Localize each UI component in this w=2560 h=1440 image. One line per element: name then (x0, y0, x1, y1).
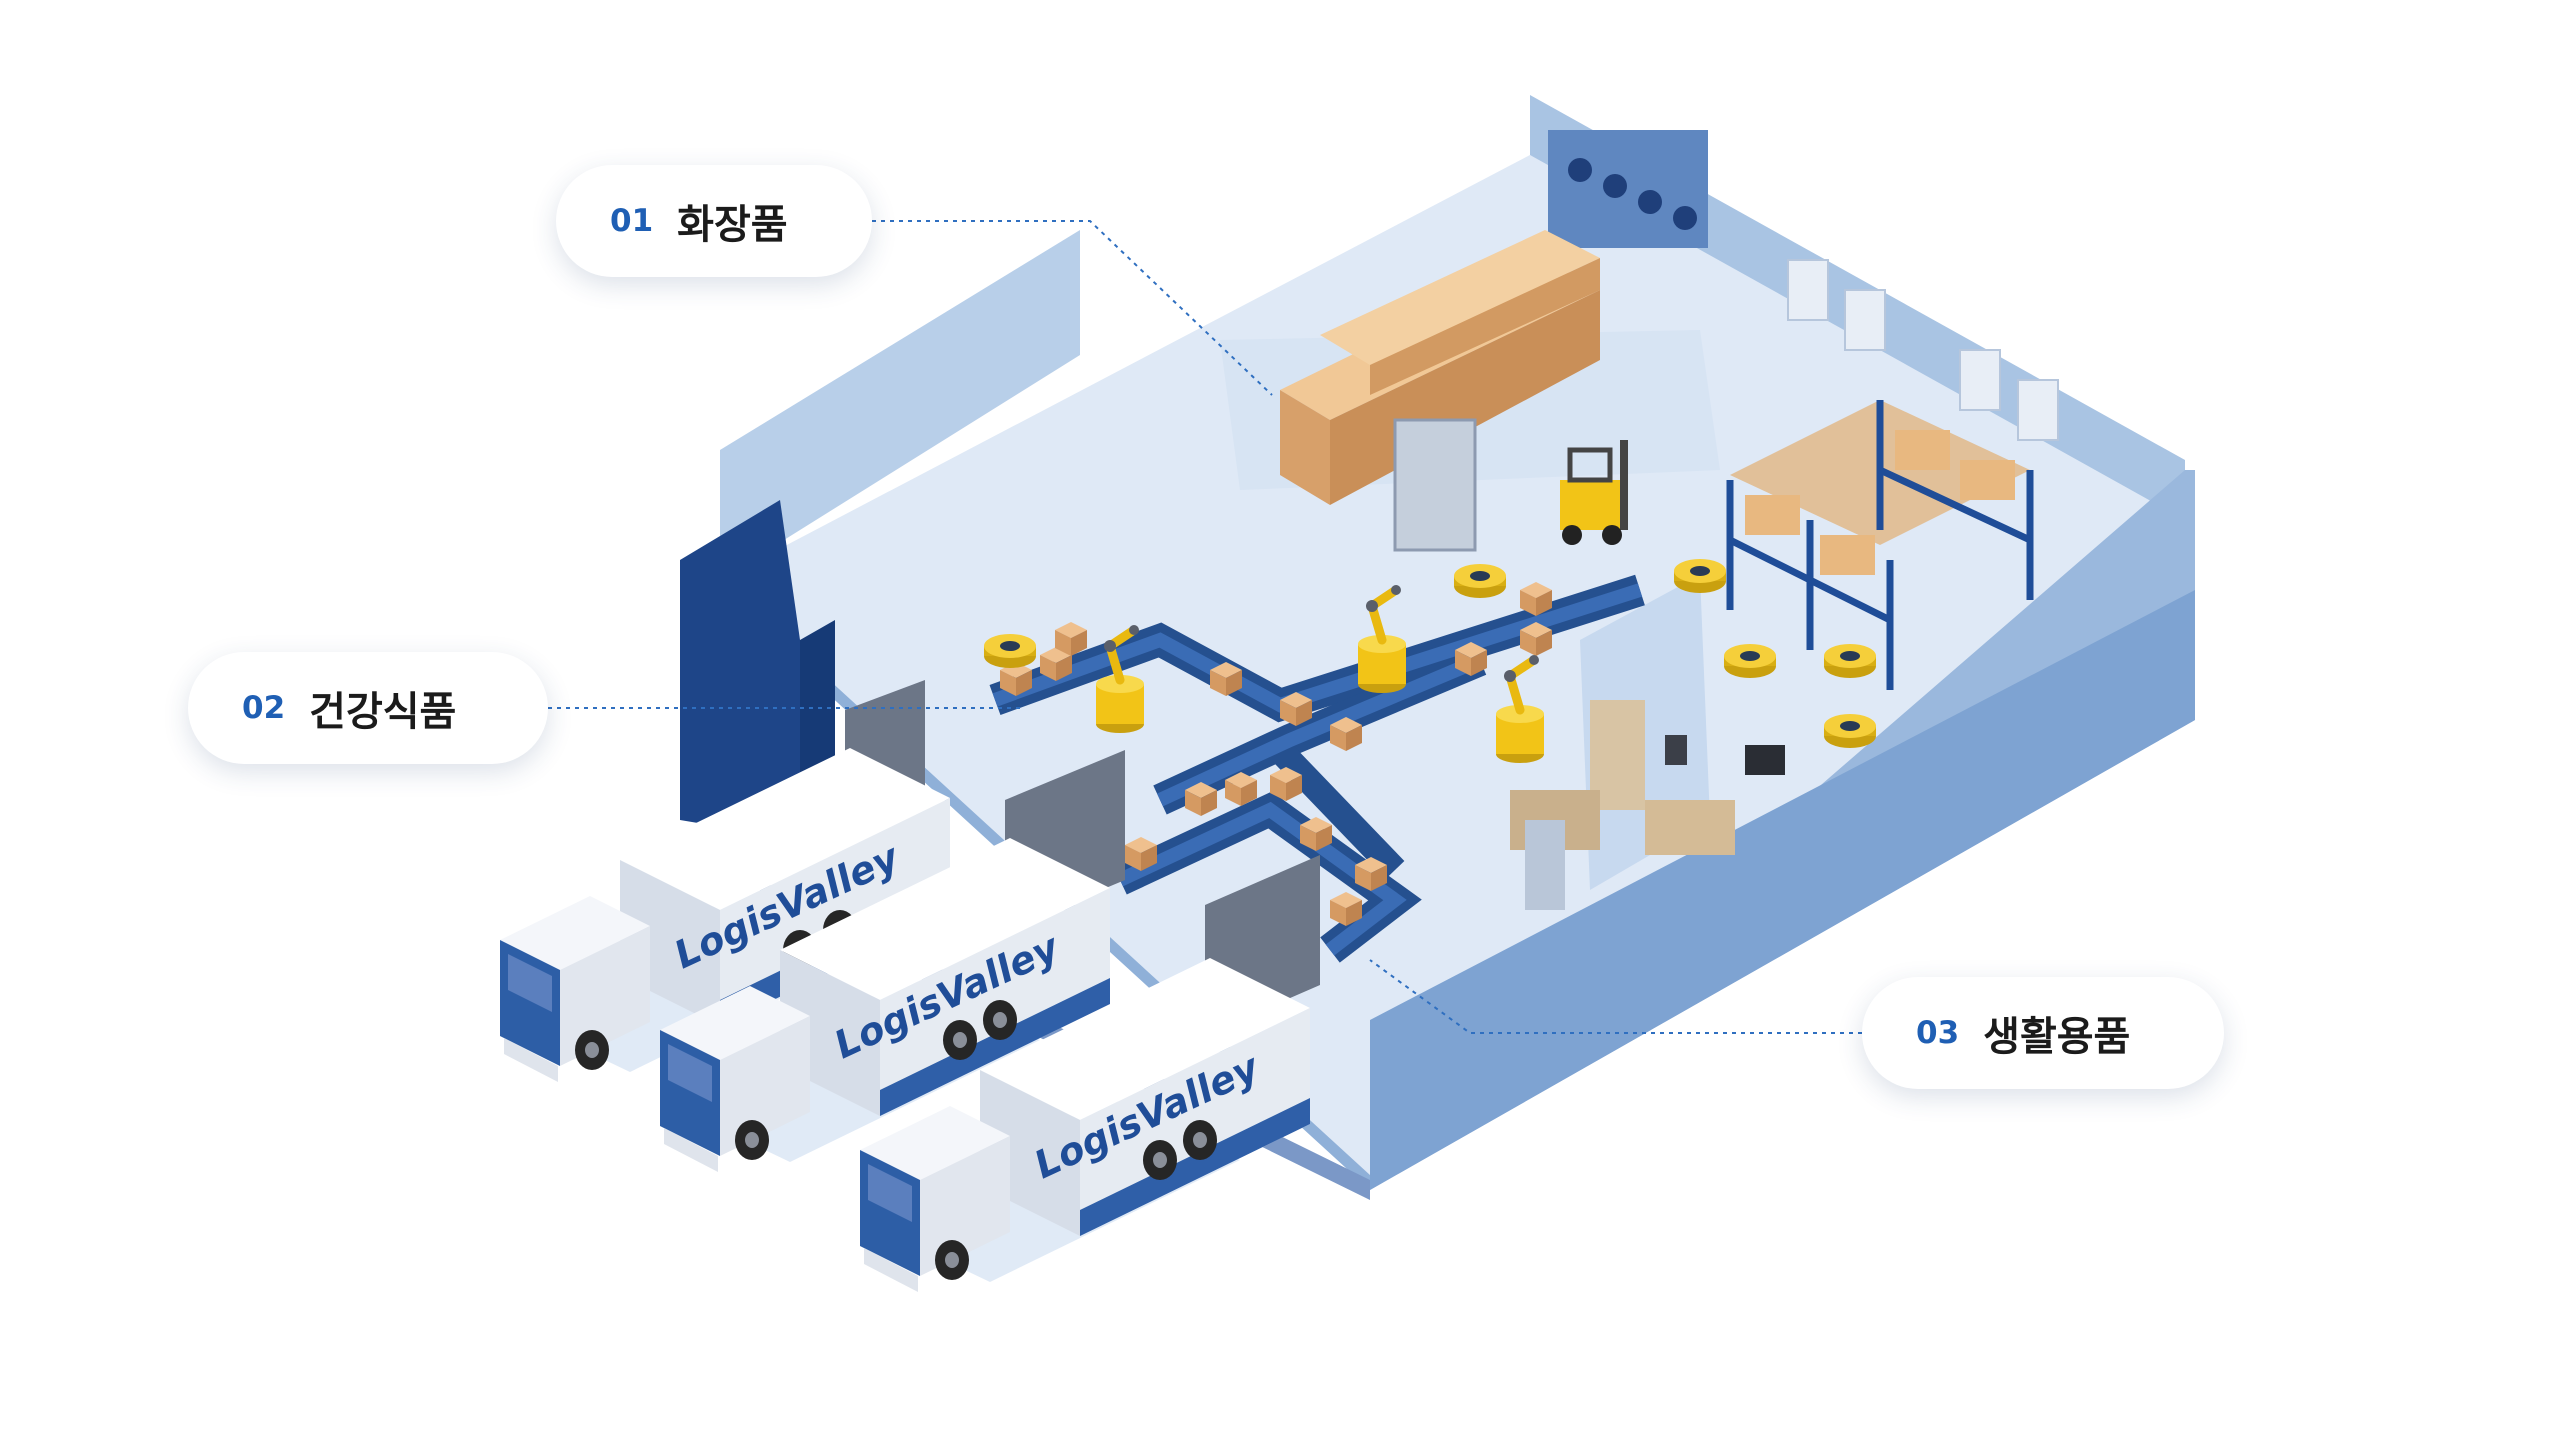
warehouse-right-base (1370, 590, 2195, 1190)
truck-icon: LogisValley (860, 958, 1310, 1292)
callout-number: 01 (610, 203, 654, 239)
leader-lines (548, 220, 1862, 1034)
callout-03: 03 생활용품 (1862, 977, 2224, 1089)
forklift-icon (1560, 440, 1628, 545)
wall-vents (1787, 259, 2059, 441)
callout-label: 건강식품 (309, 689, 457, 735)
callout-label: 생활용품 (1983, 1014, 2131, 1060)
truck-icon: LogisValley (660, 838, 1110, 1172)
callout-number: 02 (242, 690, 286, 726)
callout-01: 01 화장품 (556, 165, 872, 277)
cold-storage-door (1393, 418, 1477, 552)
warehouse-back-wall-left (720, 230, 1080, 580)
storage-rack (1726, 400, 2034, 690)
wall-fan-group (1548, 130, 1708, 248)
callout-02: 02 건강식품 (188, 652, 548, 764)
office-area (1510, 700, 1785, 910)
callout-number: 03 (1916, 1015, 1960, 1051)
leader-line-01 (872, 220, 1273, 396)
callout-label: 화장품 (677, 202, 788, 248)
blue-tower (680, 500, 800, 840)
